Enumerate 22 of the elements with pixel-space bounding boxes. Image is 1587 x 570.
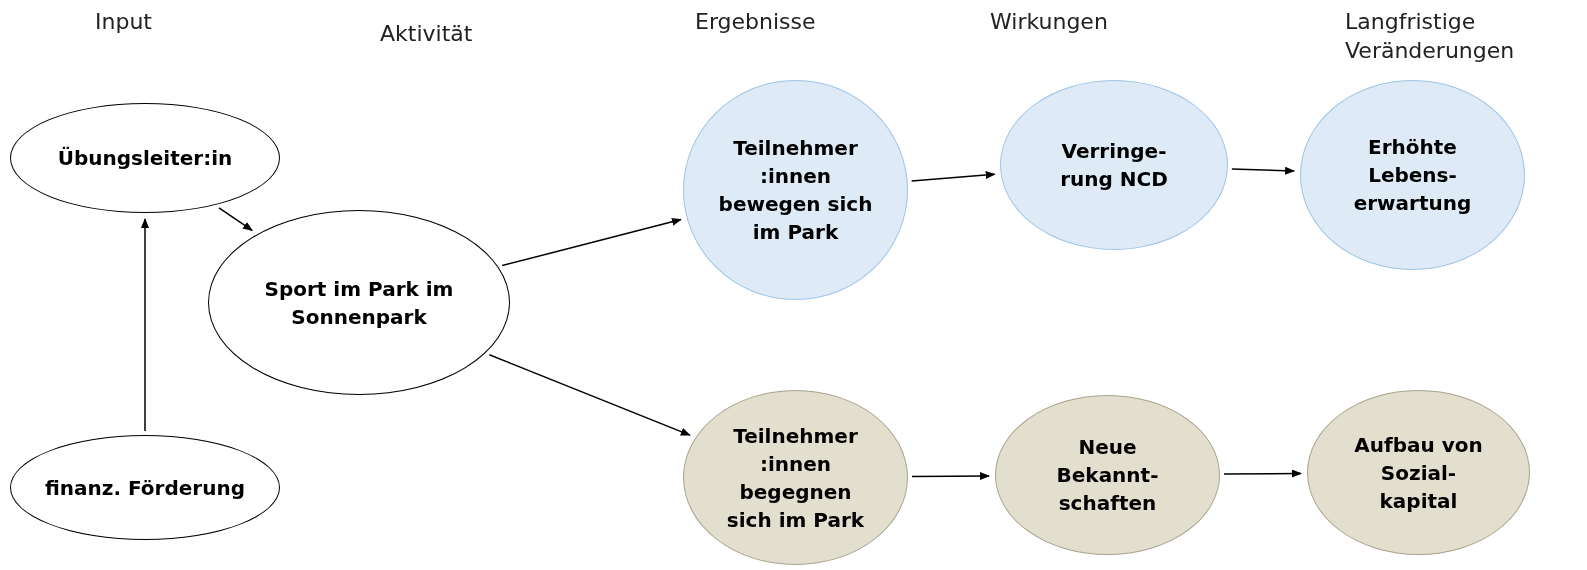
arrow [1231,166,1296,175]
arrow [910,171,996,182]
arrow [911,472,990,480]
column-header: Aktivität [380,20,474,48]
column-header: Wirkungen [990,8,1109,36]
arrow [218,207,253,232]
arrow [141,218,149,432]
node-text: Neue Bekannt- schaften [1055,434,1160,517]
arrow [501,217,682,267]
column-header: Langfristige Veränderungen [1345,8,1516,65]
node-text: Teilnehmer :innen begegnen sich im Park [725,422,866,534]
node-text: Teilnehmer :innen bewegen sich im Park [717,135,874,246]
node-text: finanz. Förderung [45,474,245,502]
node-text: Übungsleiter:in [56,145,234,172]
node-text: Aufbau von Sozial- kapital [1353,431,1484,515]
arrow [488,354,691,436]
node-text: Verringe- rung NCD [1059,138,1169,193]
node-text: Erhöhte Lebens- erwartung [1352,134,1473,217]
arrow [1223,469,1302,478]
column-header: Ergebnisse [695,8,817,36]
column-header: Input [95,8,153,36]
node-text: Sport im Park im Sonnenpark [263,275,455,331]
